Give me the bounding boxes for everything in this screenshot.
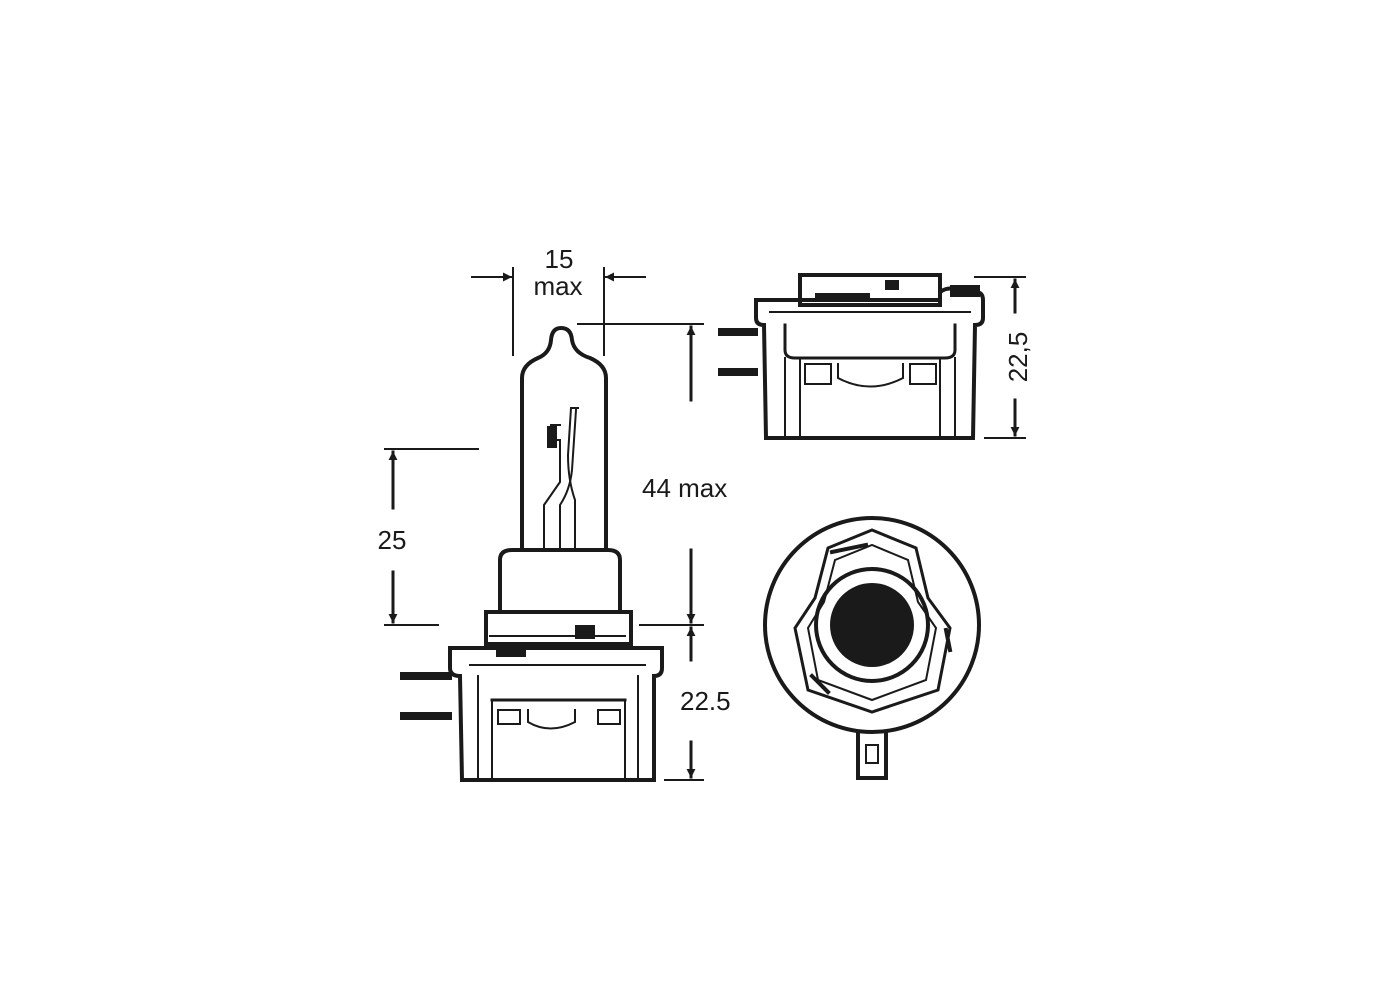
side-housing — [754, 286, 985, 440]
side-window-right — [909, 363, 937, 385]
filament-wire-center — [559, 408, 578, 549]
bottom-outer-ring — [763, 516, 981, 734]
bottom-tab-slot — [865, 744, 879, 764]
base-window-left — [497, 709, 521, 725]
base-window-right — [597, 709, 621, 725]
bulb-width-value: 15 — [545, 244, 574, 274]
side-top-tab — [815, 293, 870, 302]
bottom-socket-ring — [814, 567, 930, 683]
bulb-width-qualifier: max — [533, 271, 582, 301]
bottom-view — [763, 516, 981, 780]
bottom-bayonet-inner — [806, 543, 938, 702]
bottom-socket-core — [830, 583, 914, 667]
side-window-left — [804, 363, 832, 385]
connector-pin-bottom — [400, 712, 452, 720]
side-corner-tab — [950, 285, 980, 297]
front-view-dimensions: 15 max 25 44 max 22.5 — [378, 244, 731, 781]
base-housing — [448, 646, 664, 782]
front-view — [400, 325, 664, 782]
side-view-dimensions: 22,5 — [974, 276, 1033, 439]
total-length-value: 44 max — [642, 473, 727, 503]
filament-coil — [547, 426, 557, 448]
side-view — [718, 273, 985, 440]
side-top-notch — [885, 280, 899, 290]
side-housing-window — [783, 323, 957, 360]
side-connector-pin-top — [718, 328, 758, 336]
filament-wire-left — [543, 424, 561, 549]
side-connector-pin-bottom — [718, 368, 758, 376]
side-height-value: 22,5 — [1003, 332, 1033, 383]
bottom-bayonet-frame — [793, 528, 952, 714]
bottom-tab — [856, 730, 888, 780]
glass-capsule — [520, 325, 608, 550]
flange-tab — [575, 625, 595, 639]
reference-flange — [484, 610, 633, 646]
bottom-clip-lower — [809, 673, 831, 695]
connector-pin-top — [400, 672, 452, 680]
base-clip — [496, 648, 526, 657]
base-height-value: 22.5 — [680, 686, 731, 716]
side-latch — [837, 363, 904, 388]
filament-wire-right — [566, 407, 579, 549]
bulb-neck — [498, 548, 622, 614]
light-center-value: 25 — [378, 525, 407, 555]
base-latch — [527, 709, 576, 730]
bottom-clip-right — [943, 627, 953, 653]
bottom-clip-left — [829, 542, 869, 555]
